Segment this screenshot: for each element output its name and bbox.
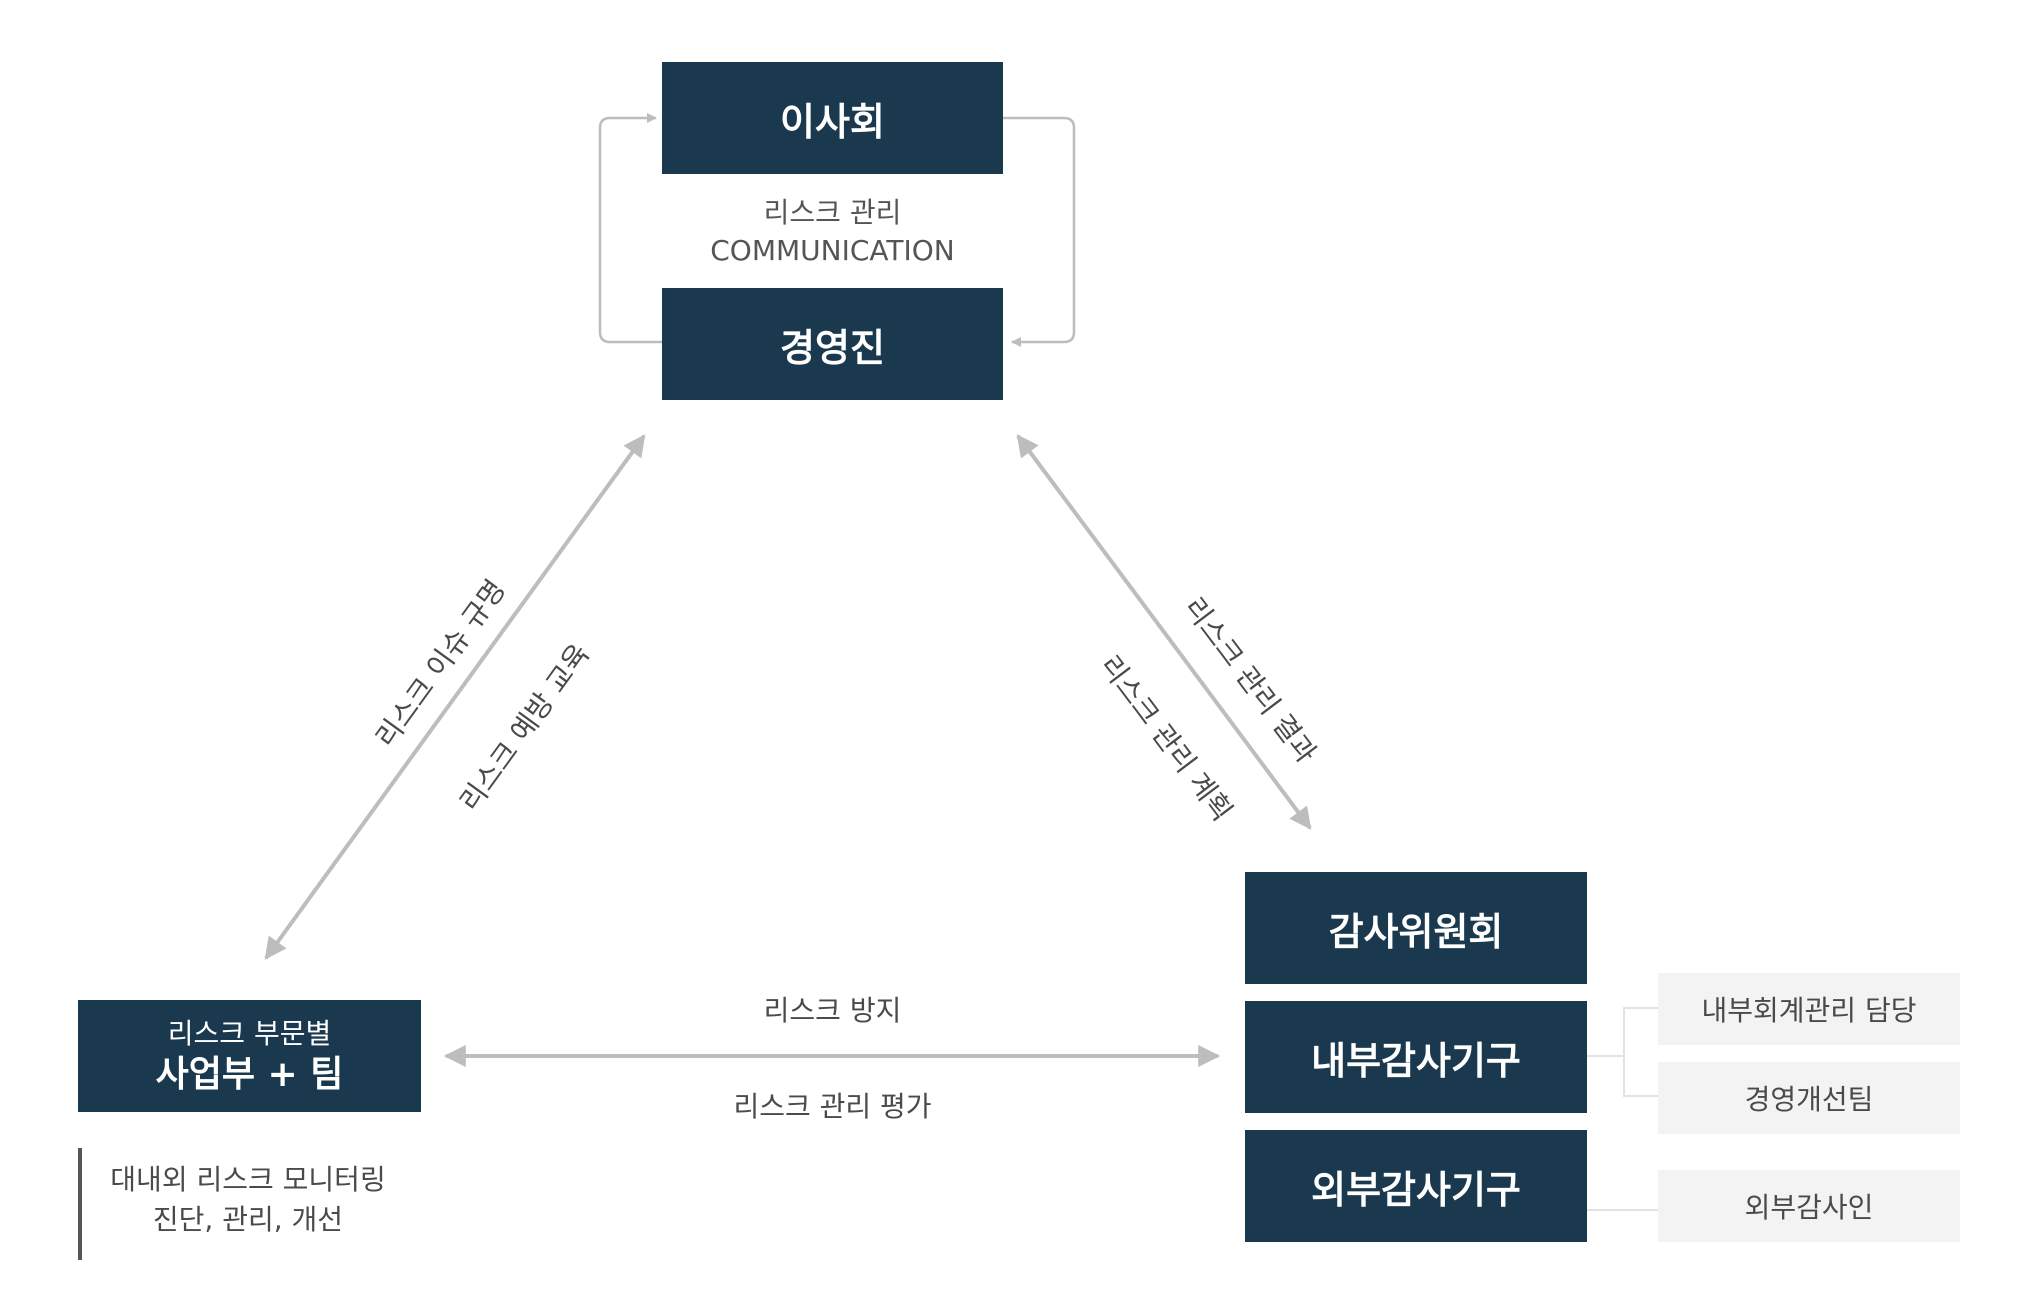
side-bracket-line [1586, 1007, 1658, 1097]
board-box: 이사회 [662, 62, 1003, 174]
left-diagonal-arrow [264, 434, 646, 960]
management-label: 경영진 [780, 325, 885, 370]
audit-committee-label: 감사위원회 [1328, 909, 1504, 954]
communication-label: 리스크 관리 COMMUNICATION [662, 194, 1003, 270]
business-division-box: 리스크 부문별 사업부 + 팀 [78, 1000, 421, 1112]
communication-line2: COMMUNICATION [710, 234, 955, 267]
business-division-sub-label: 리스크 부문별 [167, 1017, 332, 1050]
management-box: 경영진 [662, 288, 1003, 400]
audit-committee-box: 감사위원회 [1245, 872, 1587, 984]
right-diagonal-arrow [1016, 434, 1312, 830]
board-label: 이사회 [780, 99, 885, 144]
internal-audit-label: 내부감사기구 [1311, 1038, 1521, 1083]
external-audit-label: 외부감사기구 [1311, 1167, 1521, 1212]
management-improvement-label: 경영개선팀 [1744, 1083, 1874, 1116]
internal-accounting-box: 내부회계관리 담당 [1658, 973, 1960, 1045]
monitor-line2: 진단, 관리, 개선 [152, 1203, 344, 1236]
loop-right-line [1003, 116, 1076, 347]
bottom-arrow-bottom-label: 리스크 관리 평가 [733, 1090, 932, 1123]
monitor-text: 대내외 리스크 모니터링 진단, 관리, 개선 [82, 1160, 414, 1240]
monitor-line1: 대내외 리스크 모니터링 [110, 1163, 386, 1196]
communication-line1: 리스크 관리 [763, 196, 902, 229]
management-improvement-box: 경영개선팀 [1658, 1062, 1960, 1134]
external-auditor-box: 외부감사인 [1658, 1170, 1960, 1242]
monitor-accent-bar [78, 1148, 82, 1260]
external-auditor-label: 외부감사인 [1744, 1191, 1874, 1224]
business-division-main-label: 사업부 + 팀 [155, 1054, 344, 1095]
internal-accounting-label: 내부회계관리 담당 [1701, 994, 1917, 1027]
loop-left-line [598, 113, 662, 344]
bottom-arrow-top-label: 리스크 방지 [763, 994, 902, 1027]
internal-audit-box: 내부감사기구 [1245, 1001, 1587, 1113]
external-audit-box: 외부감사기구 [1245, 1130, 1587, 1242]
